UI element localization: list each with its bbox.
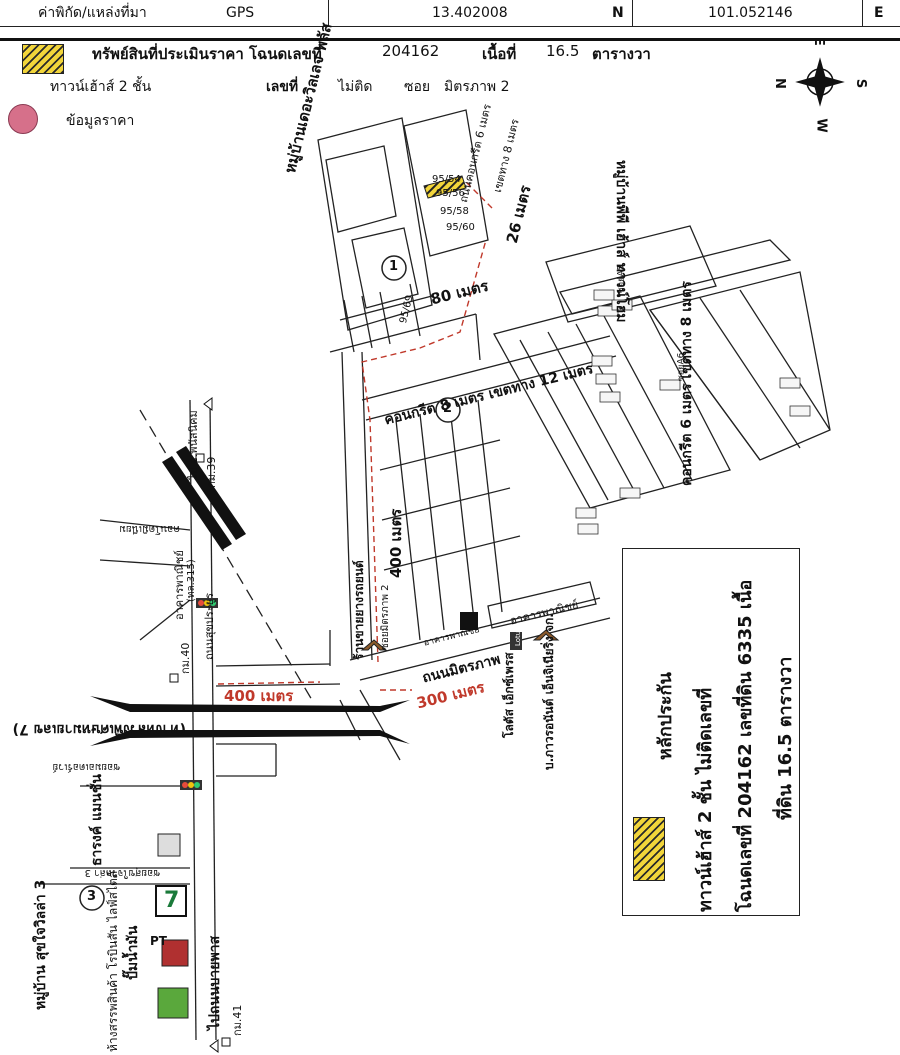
area-value: 16.5 <box>546 42 580 60</box>
soi-value: มิตรภาพ 2 <box>444 79 510 95</box>
lotus-label: โลตัส เอ็กซ์เพรส <box>502 652 516 738</box>
robinson-logo-icon <box>157 987 189 1019</box>
property-type: ทาวน์เฮ้าส์ 2 ชั้น <box>50 79 152 95</box>
direction-arrow-icon <box>203 397 213 411</box>
longitude-direction: E <box>874 5 884 21</box>
km40-label: กม.40 <box>179 642 192 674</box>
price-info-label: ข้อมูลราคา <box>66 113 135 129</box>
direction-arrow-icon <box>209 1039 219 1053</box>
compass-w: W <box>813 118 829 133</box>
lotus-logo-icon <box>510 632 522 650</box>
sukjai-village-label: หมู่บ้าน สุขใจวิลล่า 3 <box>33 879 49 1010</box>
circle3-label: 3 <box>87 889 97 904</box>
circle1-label: 1 <box>389 259 399 274</box>
concrete-road-6m-label: คอนกรีต 6 เมตร เขตทาง 8 เมตร <box>679 281 695 486</box>
distance-400m-horizontal: 400 เมตร <box>224 687 294 705</box>
latitude-direction: N <box>612 5 624 21</box>
collateral-line1: ทาวน์เฮ้าส์ 2 ชั้น ไม่ติดเลขที่ <box>695 687 716 912</box>
circle2-label: 2 <box>443 401 453 416</box>
km-marker-icon <box>195 453 205 463</box>
header-divider <box>862 0 863 26</box>
sukprayoon-road-label: ถนนสุขประยูร <box>203 592 216 660</box>
house-icon <box>360 629 560 651</box>
property-hatch-swatch <box>22 44 64 74</box>
area-label: เนื้อที่ <box>482 45 517 63</box>
header-divider <box>328 0 329 26</box>
landmark-circle-2 <box>435 397 461 423</box>
lotus-logo-text: Lotus <box>514 627 522 646</box>
house-no-value: ไม่ติด <box>338 79 373 95</box>
collateral-line3: ที่ดิน 16.5 ตารางวา <box>775 656 796 820</box>
to-phanom-label: ไป อ.พนัสนิคม <box>187 410 200 480</box>
route315-label: (ทล.315) <box>186 559 197 602</box>
route-path <box>217 181 493 691</box>
soi-label: ซอย <box>404 79 431 95</box>
village1-block <box>325 145 397 233</box>
lot-label: 95/58 <box>440 206 469 217</box>
lot-label: 95/54 <box>432 174 461 185</box>
mansion-label: ธารงค์ แมนชั่น <box>89 774 105 866</box>
lot-label: 95/60 <box>446 222 475 233</box>
mansion-icon <box>157 833 181 857</box>
motorway-soi-label: ซอยมอเตอร์เวย์ <box>52 761 120 772</box>
village1-boundary <box>317 117 433 331</box>
subject-property-lot <box>423 175 467 199</box>
coordinate-header: ค่าพิกัด/แหล่งที่มา GPS 13.402008 N 101.… <box>0 0 900 27</box>
km39-label: กม.39 <box>205 456 218 488</box>
collateral-box <box>622 548 800 916</box>
compass-s: S <box>853 78 869 89</box>
pt-label: PT <box>150 934 167 948</box>
soi-a6-label: ซอยA6 <box>676 352 687 382</box>
pt-station-icon <box>161 939 189 967</box>
village2-label: หมู่บ้านพีพี เฮ้าส์ ทาวน์โฮม <box>613 160 629 323</box>
collateral-title: หลักประกัน <box>655 672 676 760</box>
village1-block <box>351 227 419 309</box>
gas-station-label: ปั๊มน้ำมัน <box>125 925 141 980</box>
bypass-label: ไปถนนบายพาส <box>207 935 223 1030</box>
km-marker-icon <box>169 673 179 683</box>
robinson-label: ห้างสรรพสินค้า โรบินสัน ไลฟ์สไตล์ <box>106 870 120 1052</box>
deed-number: 204162 <box>382 42 440 60</box>
area-unit: ตารางวา <box>592 45 651 63</box>
header-rule <box>0 38 900 41</box>
km41-label: กม.41 <box>231 1004 244 1036</box>
compass-e: E <box>810 37 826 46</box>
price-info-marker <box>8 104 38 134</box>
seven-eleven-icon-small <box>460 612 478 630</box>
traffic-light-icon <box>180 780 202 790</box>
seven-eleven-icon <box>155 885 187 917</box>
seven-label: 7 <box>164 888 180 913</box>
company-label: บ.ภาวรอนันต์ เอ็นจิเนียริ่ง จก. <box>542 613 556 770</box>
property-title: ทรัพย์สินที่ประเมินราคา โฉนดเลขที่ <box>92 45 322 63</box>
traffic-light-icon <box>196 598 218 608</box>
km-marker-icon <box>221 1037 231 1047</box>
longitude-value: 101.052146 <box>708 5 793 21</box>
motorway-band <box>90 696 410 712</box>
collateral-line2: โฉนดเลขที่ 204162 เลขที่ดิน 6335 เนื้อ <box>735 579 756 912</box>
house-no-label: เลขที่ <box>266 79 299 95</box>
header-divider <box>632 0 633 26</box>
coord-source: GPS <box>226 5 255 21</box>
motorway-label: (ทางหลวงพิเศษหมายเลข 7) <box>12 721 186 737</box>
compass-icon <box>795 57 845 107</box>
lot-block <box>403 109 489 257</box>
tire-shop-label: ร้านขายยางรถยนต์ <box>352 560 366 660</box>
coord-label: ค่าพิกัด/แหล่งที่มา <box>38 5 147 21</box>
distance-400m-vertical: 400 เมตร <box>387 508 405 578</box>
motorway-band <box>90 730 410 746</box>
condo-label: คอนโดมิเนียม <box>119 523 180 534</box>
soi-mitraphap-label: ซอยมิตรภาพ 2 <box>380 584 391 650</box>
compass-n: N <box>771 78 787 89</box>
collateral-hatch-swatch <box>633 817 665 881</box>
lot-label: 95/56 <box>436 188 465 199</box>
landmark-circle-1 <box>381 255 407 281</box>
landmark-circle-3 <box>79 885 105 911</box>
soi-a5-label: ซอยA5 <box>616 264 627 294</box>
latitude-value: 13.402008 <box>432 5 508 21</box>
